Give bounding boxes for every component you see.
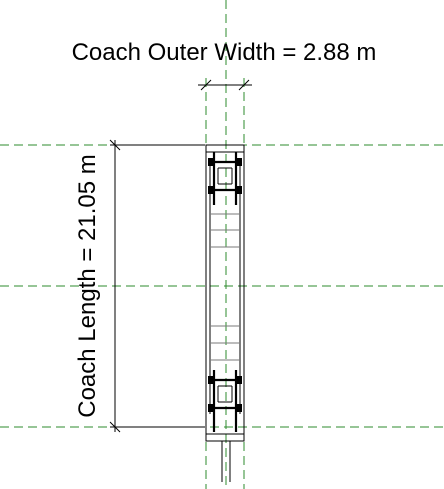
- width-dimension-label: Coach Outer Width = 2.88 m: [72, 39, 377, 66]
- bogie-bottom: [208, 370, 242, 432]
- width-dimension: Coach Outer Width = 2.88 m: [72, 39, 377, 91]
- length-dimension-tick-top: [109, 139, 121, 151]
- bogie-wheel: [208, 158, 213, 166]
- bogie-wheel: [208, 376, 213, 384]
- width-dimension-tick-right: [238, 79, 250, 91]
- bogie-top: [208, 152, 242, 205]
- bogie-wheel: [237, 158, 242, 166]
- bogie-wheel: [237, 404, 242, 412]
- coach-outer-outline: [205, 144, 245, 442]
- bogie-wheel: [237, 376, 242, 384]
- length-dimension-tick-bottom: [109, 421, 121, 433]
- bogie-wheel: [237, 186, 242, 194]
- bogie-wheel: [208, 404, 213, 412]
- length-dimension: Coach Length = 21.05 m: [74, 139, 205, 433]
- coach-body: [205, 144, 245, 482]
- width-dimension-tick-left: [200, 79, 212, 91]
- length-dimension-label: Coach Length = 21.05 m: [74, 154, 101, 418]
- bogie-wheel: [208, 186, 213, 194]
